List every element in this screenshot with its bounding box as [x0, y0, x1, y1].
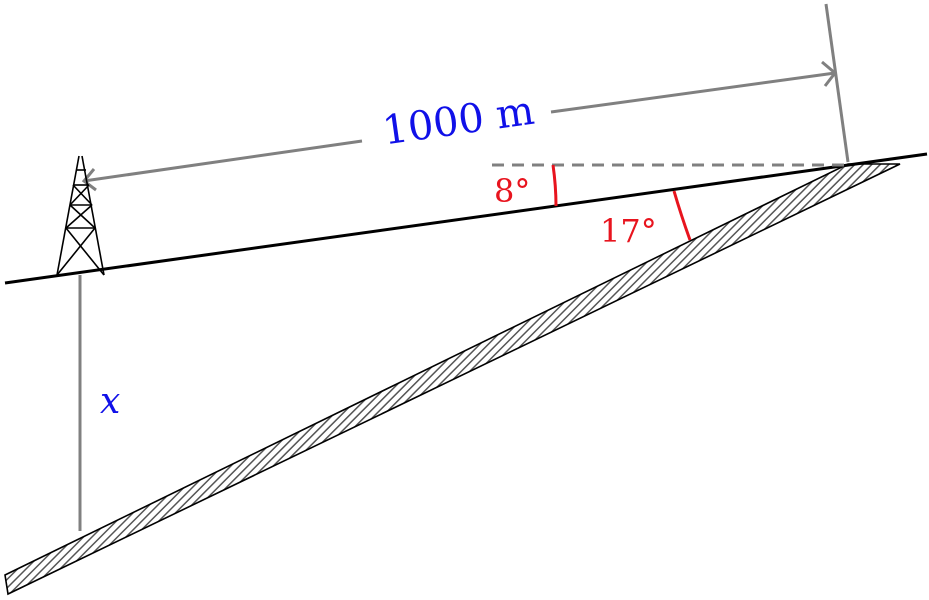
distance-label: 1000 m — [380, 88, 537, 155]
tower-icon — [56, 155, 105, 276]
ground-line — [4, 152, 928, 285]
dimension-extension-line — [824, 3, 850, 163]
angle-8-label: 8° — [494, 172, 530, 210]
dimension-line-left — [83, 139, 363, 183]
angle-arc-8deg — [551, 164, 558, 207]
hatched-slope — [4, 163, 901, 596]
angle-17-label: 17° — [600, 212, 657, 250]
dimension-line-right — [550, 71, 836, 114]
arrowhead-right — [821, 60, 838, 87]
angle-arc-17deg — [672, 190, 692, 241]
arrowhead-left — [81, 168, 97, 192]
height-label: x — [100, 381, 120, 422]
